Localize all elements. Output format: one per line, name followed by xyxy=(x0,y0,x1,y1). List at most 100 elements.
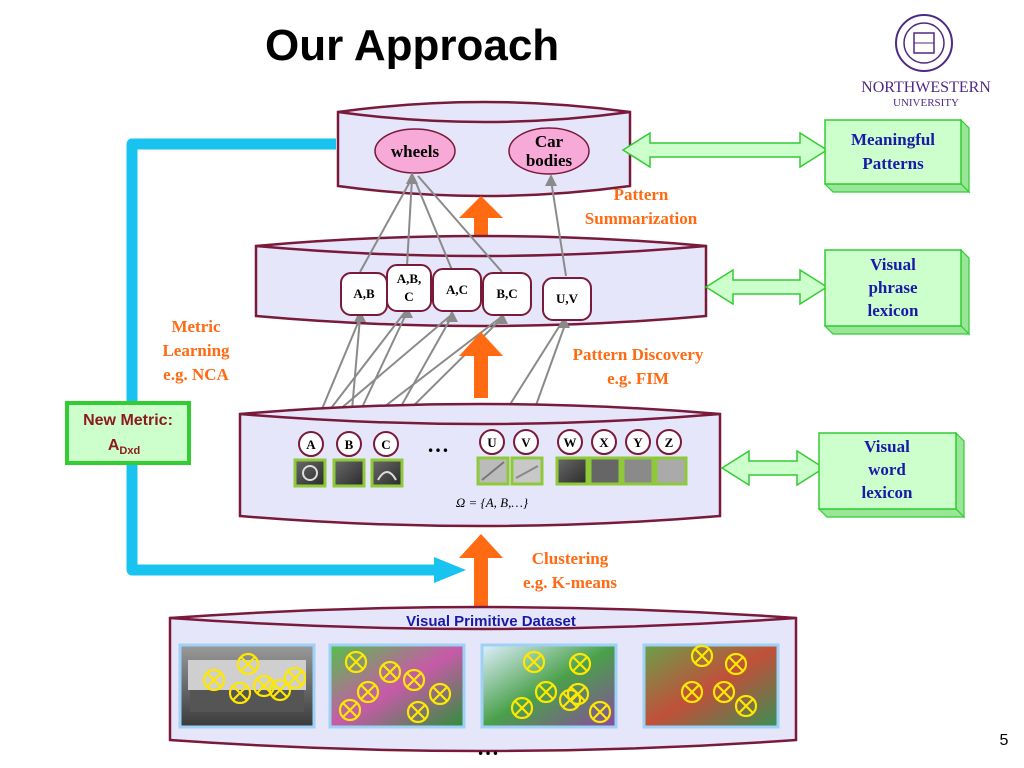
marker-circle xyxy=(268,678,292,702)
patch-y xyxy=(621,456,655,486)
metric-feedback-arrow xyxy=(126,138,466,583)
marker-cross xyxy=(232,685,248,701)
phrase-node-uv-label: U,V xyxy=(556,291,579,306)
word-letter-u-label: U xyxy=(487,435,497,450)
marker-cross xyxy=(538,684,554,700)
dataset-image-4 xyxy=(642,643,780,729)
metric-label-1: Metric xyxy=(171,317,221,336)
word-letter-w: W xyxy=(557,429,583,455)
marker-cross xyxy=(287,670,303,686)
side-box-3-line1: Visual xyxy=(864,437,910,456)
phrase-node-ab: A,B xyxy=(340,272,388,316)
metric-label-3: e.g. NCA xyxy=(163,365,229,384)
side-box-phrase-lexicon: Visual phrase lexicon xyxy=(823,248,971,336)
marker-circle xyxy=(428,682,452,706)
word-letter-b-label: B xyxy=(345,437,354,452)
word-ellipsis: … xyxy=(427,432,449,457)
marker-cross xyxy=(728,656,744,672)
university-name: NORTHWESTERN xyxy=(861,79,991,96)
word-letter-x: X xyxy=(591,429,617,455)
dataset-label: Visual Primitive Dataset xyxy=(406,613,576,630)
side-box-2-line2: phrase xyxy=(868,278,918,297)
marker-cross xyxy=(206,672,222,688)
word-letter-c: C xyxy=(373,431,399,457)
marker-cross xyxy=(684,684,700,700)
marker-circle xyxy=(588,700,612,724)
word-letter-w-label: W xyxy=(564,435,577,450)
clustering-label-2: e.g. K-means xyxy=(523,573,617,592)
marker-circle xyxy=(734,694,758,718)
marker-cross xyxy=(562,692,578,708)
marker-circle xyxy=(338,698,362,722)
new-metric-line2: ADxd xyxy=(108,437,140,457)
word-letter-u: U xyxy=(479,429,505,455)
marker-circle xyxy=(724,652,748,676)
phrase-node-bc: B,C xyxy=(482,272,532,316)
marker-cross xyxy=(342,702,358,718)
word-letter-x-label: X xyxy=(599,435,609,450)
new-metric-box: New Metric: ADxd xyxy=(65,401,191,465)
side-box-1-line1: Meaningful xyxy=(851,130,935,149)
marker-circle xyxy=(406,700,430,724)
phrase-node-ac: A,C xyxy=(432,268,482,312)
university-sub: UNIVERSITY xyxy=(893,97,959,109)
dataset-ellipsis: … xyxy=(477,735,499,760)
new-metric-line1: New Metric: xyxy=(83,412,173,429)
marker-circle xyxy=(522,650,546,674)
clustering-arrow xyxy=(459,534,503,612)
side-box-word-lexicon: Visual word lexicon xyxy=(817,431,966,519)
marker-circle xyxy=(690,644,714,668)
marker-cross xyxy=(360,684,376,700)
marker-cross xyxy=(406,672,422,688)
word-letter-a: A xyxy=(298,431,324,457)
phrase-pattern-links xyxy=(359,172,567,277)
word-letter-c-label: C xyxy=(381,437,390,452)
patch-w xyxy=(555,456,589,486)
ellipse-car-bodies: Car bodies xyxy=(508,127,590,175)
side-box-3-line3: lexicon xyxy=(862,483,914,502)
word-letter-z: Z xyxy=(656,429,682,455)
marker-cross xyxy=(272,682,288,698)
marker-cross xyxy=(348,654,364,670)
word-patches xyxy=(293,456,688,488)
phrase-node-ab-label: A,B xyxy=(353,286,375,301)
word-letter-b: B xyxy=(336,431,362,457)
double-arrow-patterns xyxy=(621,131,829,169)
patch-x xyxy=(588,456,622,486)
patch-a xyxy=(293,458,327,488)
discovery-label-2: e.g. FIM xyxy=(607,369,669,388)
word-formula: Ω = {A, B,…} xyxy=(456,495,529,510)
phrase-node-uv: U,V xyxy=(542,277,592,321)
word-letter-y-label: Y xyxy=(633,435,643,450)
summarization-label-2: Summarization xyxy=(585,209,698,228)
marker-cross xyxy=(240,656,256,672)
word-letter-z-label: Z xyxy=(665,435,674,450)
double-arrow-phrase xyxy=(704,268,829,306)
marker-circle xyxy=(712,680,736,704)
side-box-meaningful-patterns: Meaningful Patterns xyxy=(823,118,971,194)
marker-circle xyxy=(680,680,704,704)
phrase-node-abc: A,B, C xyxy=(386,264,432,312)
word-letter-y: Y xyxy=(625,429,651,455)
marker-circle xyxy=(568,652,592,676)
marker-circle xyxy=(228,681,252,705)
marker-circle xyxy=(202,668,226,692)
word-letter-v-label: V xyxy=(521,435,531,450)
marker-cross xyxy=(432,686,448,702)
marker-cross xyxy=(514,700,530,716)
seal-icon xyxy=(895,14,953,72)
marker-circle xyxy=(402,668,426,692)
marker-circle xyxy=(378,660,402,684)
marker-circle xyxy=(236,652,260,676)
ellipse-wheels-label: wheels xyxy=(391,142,440,161)
side-box-3-line2: word xyxy=(868,460,906,479)
marker-circle xyxy=(344,650,368,674)
ellipse-wheels: wheels xyxy=(374,128,456,174)
marker-cross xyxy=(592,704,608,720)
phrase-node-bc-label: B,C xyxy=(496,286,517,301)
discovery-arrow xyxy=(459,332,503,398)
marker-cross xyxy=(694,648,710,664)
marker-circle xyxy=(534,680,558,704)
word-letter-a-label: A xyxy=(306,437,316,452)
ellipse-car-bodies-line2: bodies xyxy=(526,151,573,170)
